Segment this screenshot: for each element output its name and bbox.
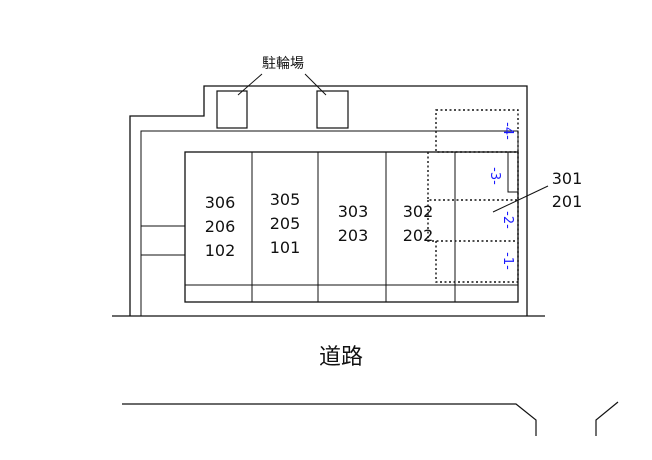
- road-corner-right: [595, 401, 619, 436]
- unit-4-line-1: 302: [403, 202, 434, 221]
- property-boundary: [129, 85, 528, 316]
- parking-space-1-outline: [435, 241, 518, 283]
- unit-2-line-2: 205: [270, 214, 301, 233]
- parking-space-2-label: -2-: [500, 211, 515, 229]
- utility-box: [507, 151, 519, 193]
- unit-2-line-3: 101: [270, 238, 301, 257]
- bicycle-leader-right: [304, 73, 327, 96]
- unit-2-line-1: 305: [270, 190, 301, 209]
- parking-number-group: -4- -3- -2- -1-: [487, 122, 515, 270]
- unit-3-line-1: 303: [338, 202, 369, 221]
- unit-1-line-1: 306: [205, 193, 236, 212]
- unit-1-line-2: 206: [205, 217, 236, 236]
- callout-leader: [492, 185, 549, 213]
- walkway-outline: [140, 130, 519, 316]
- unit-3-line-2: 203: [338, 226, 369, 245]
- callout-unit-line-2: 201: [552, 192, 583, 211]
- bicycle-rack-right: [316, 90, 349, 129]
- bicycle-leader-left: [237, 73, 263, 96]
- parking-space-2-outline: [427, 200, 518, 242]
- unit-label-group: 306 206 102 305 205 101 303 203 302 202: [205, 190, 434, 260]
- unit-1-line-3: 102: [205, 241, 236, 260]
- building-outline: [184, 151, 519, 303]
- parking-space-4-label: -4-: [500, 122, 515, 140]
- parking-area: [427, 109, 519, 283]
- callout-unit-line-1: 301: [552, 169, 583, 188]
- road-label: 道路: [319, 345, 363, 370]
- bicycle-rack-left: [216, 90, 248, 129]
- parking-space-4-outline: [435, 109, 519, 153]
- unit-4-line-2: 202: [403, 226, 434, 245]
- bicycle-parking-label: 駐輪場: [262, 55, 304, 72]
- parking-space-1-label: -1-: [500, 252, 515, 270]
- entrance-box: [140, 225, 186, 256]
- road-far-edge: [122, 403, 537, 436]
- parking-space-3-label: -3-: [487, 167, 502, 185]
- parking-space-3-outline: [427, 152, 518, 201]
